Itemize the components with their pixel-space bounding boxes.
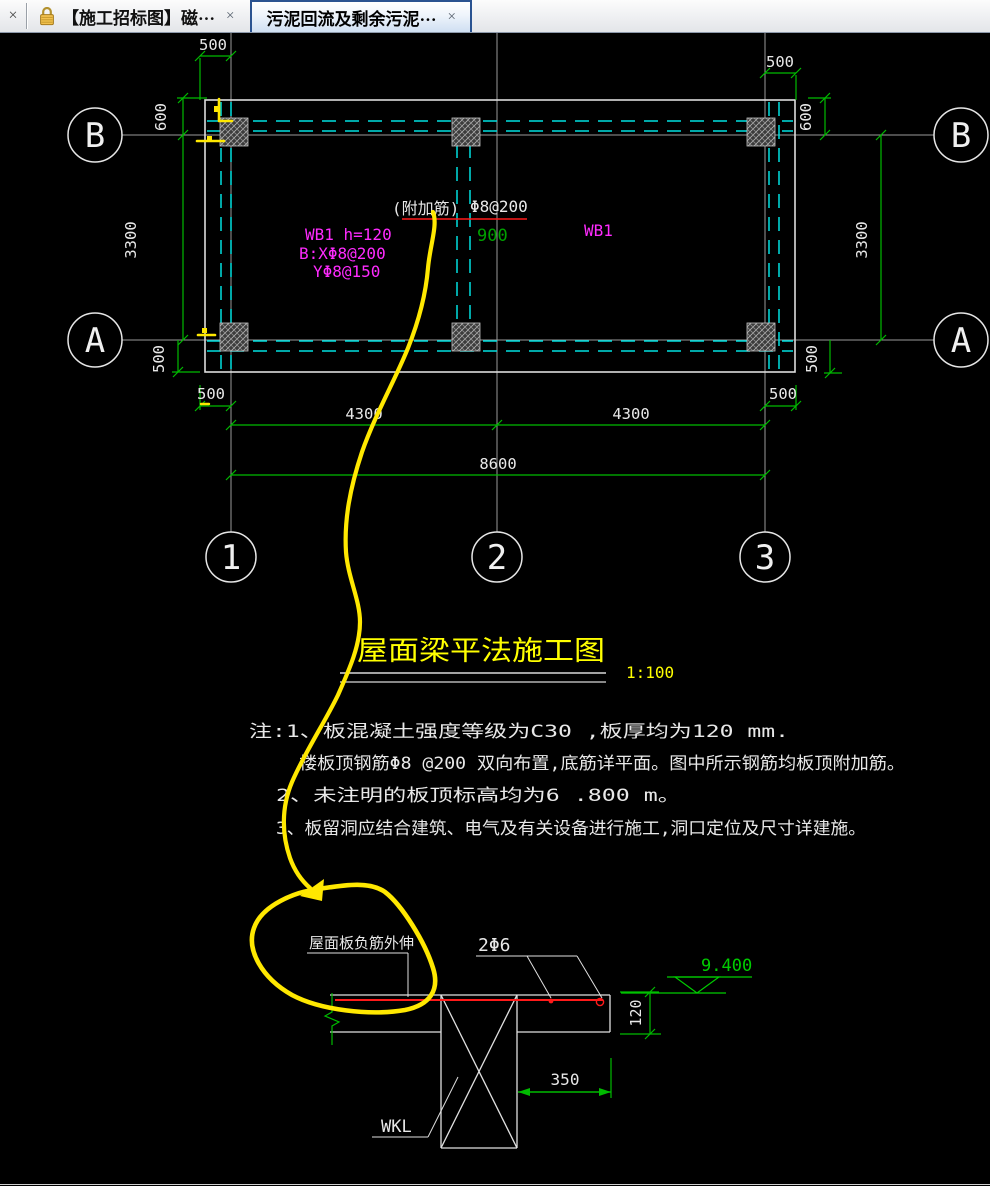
label-slab-x-rebar: B:XΦ8@200 [299,244,386,263]
dim-top-left-500: 500 [199,36,227,54]
dim-900: 900 [477,226,508,246]
grid-lines [122,33,934,532]
label-neg-rebar: 屋面板负筋外伸 [309,934,414,952]
tab-bar: × 【施工招标图】磁··· × 污泥回流及剩余污泥··· × [0,0,990,33]
beam-lines [207,102,793,370]
freehand-circle [249,882,438,1015]
rebar-hook [595,997,605,1007]
columns [219,117,776,352]
column [219,322,249,352]
label-slab-mark-right: WB1 [584,221,613,240]
note-line-3: 2、未注明的板顶标高均为6 .800 m。 [276,786,681,806]
dim-right-3300: 3300 [853,221,871,258]
grid-label-b-right: B [951,116,971,156]
dim-top-right-500: 500 [766,53,794,71]
grid-label-a-right: A [951,321,971,361]
label-top-rebar: Φ8@200 [470,197,528,216]
slab-outline [204,99,796,373]
tab-construction-bid[interactable]: 【施工招标图】磁··· × [29,0,244,32]
label-slab-y-rebar: YΦ8@150 [313,262,380,281]
dim-bottom-left-500: 500 [197,385,225,403]
grid-bubbles [67,107,989,583]
dim-offset-350: 350 [551,1070,580,1089]
column [451,117,481,147]
dim-thickness-120: 120 [627,999,645,1026]
notes-block: 注:1、板混凝土强度等级为C30 ,板厚均为120 mm. 楼板顶钢筋Φ8 @2… [249,722,905,839]
freehand-annotation [195,97,438,1015]
grid-label-b-left: B [85,116,105,156]
leader-line [576,955,603,999]
dim-span1-4300: 4300 [345,405,382,423]
column [746,117,776,147]
note-line-4: 3、板留洞应结合建筑、电气及有关设备进行施工,洞口定位及尺寸详建施。 [276,819,866,839]
label-slab-mark: WB1 h=120 [305,225,392,244]
close-all-button[interactable]: × [8,7,18,24]
dim-span2-4300: 4300 [612,405,649,423]
elevation-marker [621,976,752,994]
column [451,322,481,352]
grid-label-2: 2 [487,538,507,578]
section-detail-lines [330,994,611,1149]
elevation-value: 9.400 [701,956,752,976]
dim-120-lines [620,986,661,1040]
drawing-title: 屋面梁平法施工图 [357,636,605,667]
label-extra-rebar-note: (附加筋) [392,199,459,218]
rebar-dot [548,998,554,1004]
dim-right-500: 500 [803,345,821,373]
dim-left-600: 600 [152,103,170,131]
drawing-scale: 1:100 [626,663,674,682]
dim-left-500: 500 [150,345,168,373]
note-line-2: 楼板顶钢筋Φ8 @200 双向布置,底筋详平面。图中所示钢筋均板顶附加筋。 [299,754,905,774]
tab-label: 污泥回流及剩余污泥··· [266,9,437,29]
dim-left-3300: 3300 [122,221,140,258]
column [746,322,776,352]
dim-350: 350 [518,1058,612,1098]
label-beam-wkl: WKL [381,1117,412,1137]
leader-line [526,955,552,999]
tab-label: 【施工招标图】磁··· [62,8,216,28]
note-line-1: 注:1、板混凝土强度等级为C30 ,板厚均为120 mm. [249,722,789,742]
grid-label-a-left: A [85,321,105,361]
leader-line [427,1076,459,1138]
canvas-background [0,33,990,1186]
tab-close-icon[interactable]: × [447,8,456,25]
dim-bottom-right-500: 500 [769,385,797,403]
grid-label-3: 3 [755,538,775,578]
label-bars-2phi6: 2Φ6 [478,935,511,956]
lock-icon [39,6,55,26]
tab-close-icon[interactable]: × [226,7,235,24]
dimension-lines [172,50,887,481]
dim-total-8600: 8600 [479,455,516,473]
grid-label-1: 1 [221,538,241,578]
tab-separator [26,3,27,29]
dim-right-600: 600 [797,103,815,131]
tab-sludge-return[interactable]: 污泥回流及剩余污泥··· × [250,0,472,32]
